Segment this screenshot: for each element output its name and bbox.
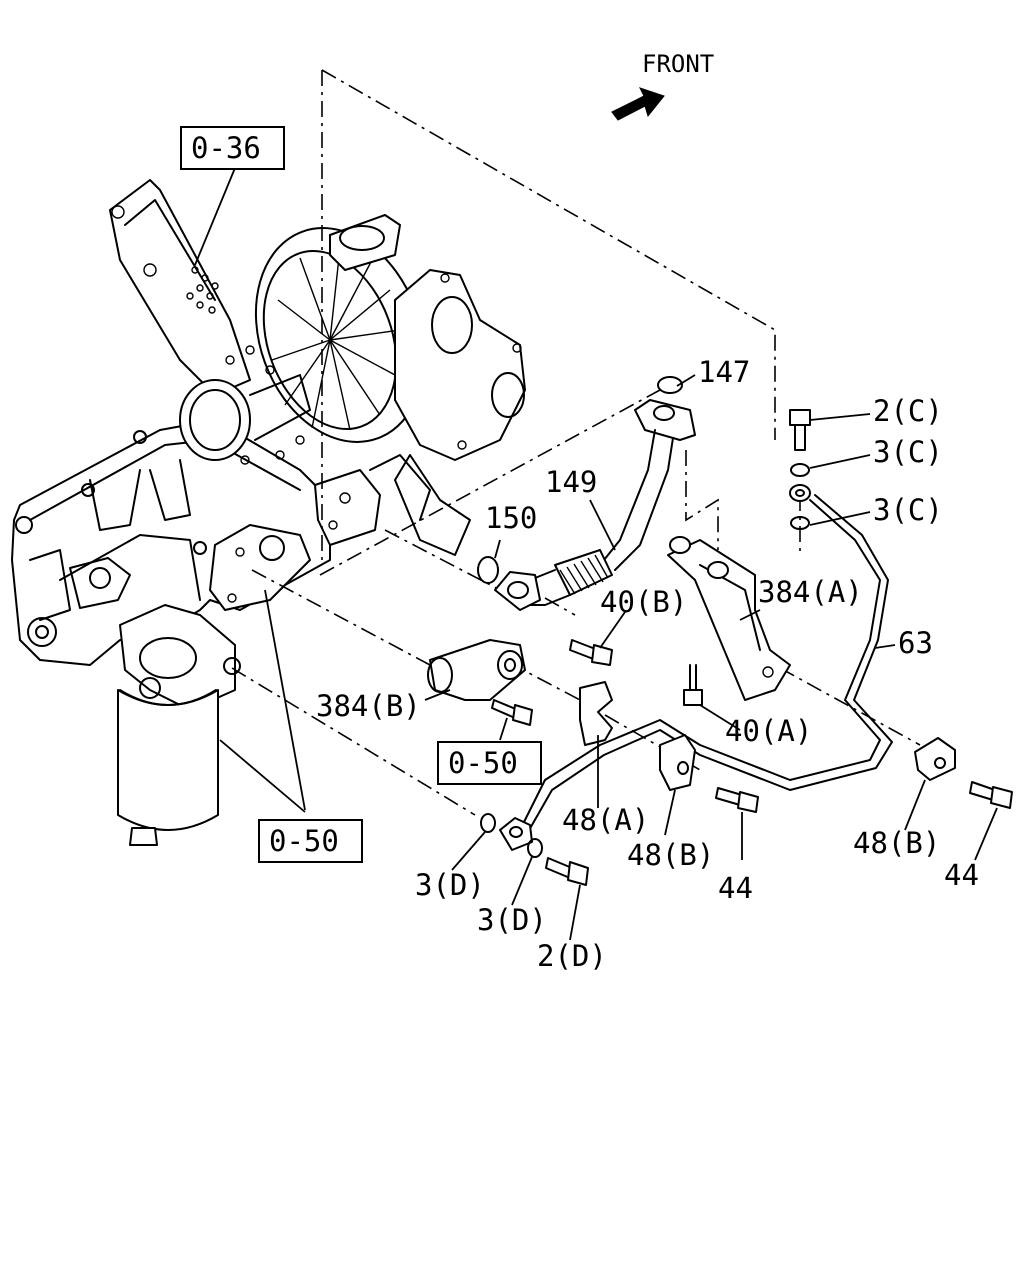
bolt-384b-mount — [491, 699, 533, 726]
o-ring-150 — [477, 556, 499, 584]
clamp-48a — [579, 681, 613, 746]
bolt-2c — [789, 409, 811, 451]
callout-2d: 2(D) — [537, 939, 607, 973]
bracket-384b — [427, 639, 526, 701]
callout-2c: 2(C) — [873, 394, 943, 428]
eye-fitting-63 — [789, 484, 811, 502]
reference-0-50-bracket-label: 0-50 — [448, 746, 518, 780]
engine-turbocharger-assembly — [11, 179, 526, 846]
callout-3c-top: 3(C) — [873, 435, 943, 469]
bolt-40b — [569, 639, 613, 666]
washer-3d-right — [527, 838, 543, 858]
callout-40a: 40(A) — [725, 714, 812, 748]
callout-3d-left: 3(D) — [415, 868, 485, 902]
callout-147: 147 — [698, 355, 750, 389]
callout-labels: 147 2(C) 3(C) 3(C) 149 150 384(A) 40(B) … — [316, 355, 979, 973]
reference-0-50-filter-label: 0-50 — [269, 824, 339, 858]
leader-lines — [194, 167, 998, 941]
bolt-44-left — [715, 787, 759, 813]
callout-63: 63 — [898, 626, 933, 660]
oil-pipe-63 — [499, 494, 893, 851]
callout-44-right: 44 — [944, 858, 979, 892]
callout-48b-right: 48(B) — [853, 826, 940, 860]
callout-44-left: 44 — [718, 871, 753, 905]
reference-box-0-50-filter[interactable]: 0-50 — [258, 819, 363, 863]
reference-0-36-label: 0-36 — [191, 131, 261, 165]
callout-150: 150 — [485, 501, 537, 535]
bolt-40a — [683, 664, 703, 706]
callout-3d-right: 3(D) — [477, 903, 547, 937]
callout-40b: 40(B) — [600, 585, 687, 619]
washer-3c-bottom — [790, 516, 810, 530]
bracket-384a — [667, 536, 791, 701]
oil-feed-pipe-149 — [494, 399, 696, 611]
clamp-48b-right — [914, 737, 956, 781]
callout-3c-bottom: 3(C) — [873, 493, 943, 527]
washer-3d-left — [480, 813, 496, 833]
assembly-dash-lines — [231, 69, 921, 816]
reference-box-0-50-bracket[interactable]: 0-50 — [437, 741, 542, 785]
front-label: FRONT — [642, 50, 714, 78]
bolt-2d — [545, 857, 589, 886]
callout-149: 149 — [545, 465, 597, 499]
callout-384a: 384(A) — [758, 575, 863, 609]
clamp-48b-left — [659, 734, 696, 791]
front-arrow-icon — [611, 87, 665, 121]
callout-48b-left: 48(B) — [627, 838, 714, 872]
bolt-44-right — [969, 781, 1013, 809]
callout-48a: 48(A) — [562, 803, 649, 837]
washer-3c-top — [790, 463, 810, 477]
callout-384b: 384(B) — [316, 689, 421, 723]
o-ring-147 — [657, 376, 683, 394]
reference-box-0-36[interactable]: 0-36 — [180, 126, 285, 170]
